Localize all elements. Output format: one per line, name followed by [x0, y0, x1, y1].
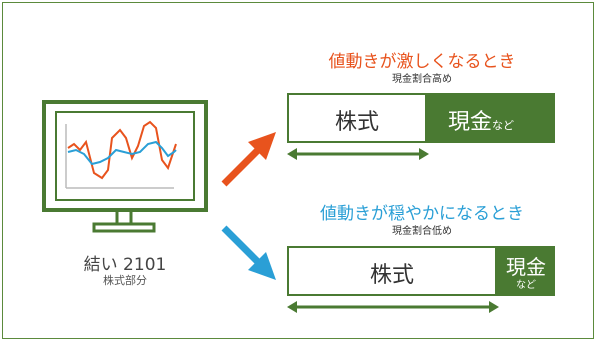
- bottom-stock-box: [287, 246, 497, 296]
- arrow-down-right-icon: [221, 225, 276, 280]
- monitor-sublabel: 株式部分: [103, 274, 147, 287]
- top-cash-label: 現金など: [448, 104, 514, 136]
- bottom-scenario-title: 値動きが穏やかになるとき: [320, 204, 524, 224]
- top-cash-suffix: など: [492, 119, 515, 132]
- bottom-scenario-subtitle: 現金割合低め: [392, 226, 452, 237]
- bottom-cash-box: [497, 246, 555, 296]
- top-scenario-subtitle: 現金割合高め: [392, 74, 452, 85]
- blue-volatility-line: [67, 140, 177, 166]
- monitor-label: 結い 2101: [83, 255, 167, 275]
- bottom-cash-suffix: など: [516, 280, 536, 291]
- bottom-stock-label: 株式: [369, 263, 414, 288]
- double-arrow-icon: [287, 301, 499, 313]
- top-stock-label: 株式: [334, 110, 379, 135]
- double-arrow-icon: [287, 148, 429, 160]
- monitor-icon: [42, 100, 208, 233]
- top-scenario-title: 値動きが激しくなるとき: [328, 52, 516, 72]
- orange-volatility-line: [67, 120, 177, 180]
- top-cash-box: [427, 93, 555, 143]
- bottom-cash-label: 現金: [506, 255, 546, 279]
- top-stock-box: [287, 93, 427, 143]
- top-cash-main: 現金: [448, 110, 493, 135]
- arrow-up-right-icon: [221, 132, 276, 187]
